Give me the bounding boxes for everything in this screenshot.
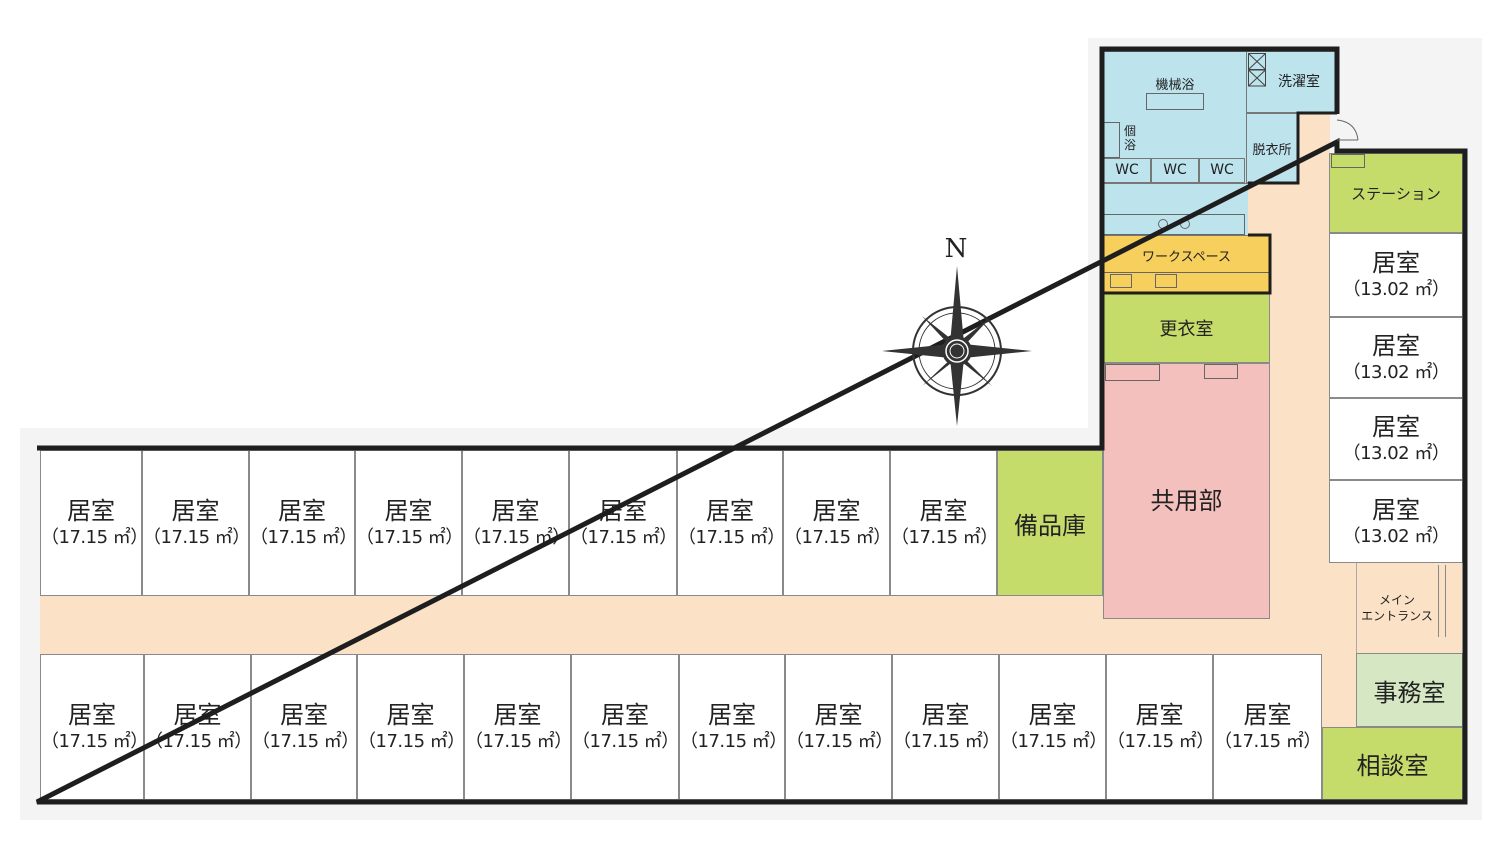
room-area: （17.15 ㎡） [893,731,1000,752]
south-room: 居室（17.15 ㎡） [357,654,465,800]
room-area: （17.15 ㎡） [1107,731,1214,752]
wc-2: WC [1151,158,1199,183]
room-name: 居室 [708,701,756,729]
wc-3: WC [1199,158,1245,183]
room-area: （17.15 ㎡） [784,527,891,548]
mechanical-bath-label: 機械浴 [1155,77,1195,93]
room-name: 居室 [280,701,328,729]
north-room: 居室（17.15 ㎡） [890,450,998,596]
locker-room: 更衣室 [1103,293,1270,363]
entrance-door-icon [1438,565,1446,637]
room-area: （17.15 ㎡） [465,731,572,752]
room-area: （17.15 ㎡） [41,527,148,548]
compass-north-label: N [944,234,968,264]
east-room-1: 居室（13.02 ㎡） [1329,233,1463,317]
room-name: 居室 [1243,701,1292,729]
south-room: 居室（17.15 ㎡） [785,654,893,800]
east-room-4: 居室（13.02 ㎡） [1329,480,1463,563]
north-room: 居室（17.15 ㎡） [462,450,570,596]
common-area-counter-2 [1204,364,1238,379]
workspace-label: ワークスペース [1141,249,1232,265]
room-name: 居室 [1372,331,1420,360]
room-area: （17.15 ㎡） [678,527,785,548]
room-name: 居室 [921,701,970,729]
laundry-label: 洗濯室 [1278,74,1320,90]
room-area: （17.15 ㎡） [570,527,677,548]
room-area: （17.15 ㎡） [572,731,679,752]
room-area: （17.15 ㎡） [1214,731,1321,752]
south-room: 居室（17.15 ㎡） [1213,654,1322,800]
room-name: 居室 [278,497,326,525]
room-name: 居室 [1372,413,1420,441]
room-name: 居室 [812,497,861,525]
room-name: 居室 [919,497,968,525]
common-area [1103,363,1270,619]
common-area-label: 共用部 [1150,486,1223,515]
room-area: （13.02 ㎡） [1342,361,1450,383]
south-room: 居室（17.15 ㎡） [251,654,359,800]
room-area: （17.15 ㎡） [143,527,250,548]
south-room: 居室（17.15 ㎡） [892,654,1000,800]
north-room: 居室（17.15 ㎡） [142,450,250,596]
room-name: 居室 [1372,495,1420,524]
room-area: （17.15 ㎡） [358,731,465,752]
room-name: 居室 [706,497,754,525]
compass-rose-icon [882,266,1032,426]
east-room-2: 居室（13.02 ㎡） [1329,317,1463,398]
south-room: 居室（17.15 ㎡） [144,654,252,800]
common-area-counter-1 [1105,364,1160,381]
station-desk [1331,154,1365,168]
office-room: 事務室 [1356,653,1463,727]
north-room: 居室（17.15 ㎡） [677,450,785,596]
room-area: （13.02 ㎡） [1342,525,1450,547]
room-name: 居室 [67,497,115,525]
workspace-desk-1 [1110,274,1132,288]
mechanical-bath-tub [1146,93,1204,110]
dressing-room: 脱衣所 [1246,113,1298,183]
storage-room: 備品庫 [997,450,1103,596]
room-area: （17.15 ㎡） [891,527,998,548]
room-name: 居室 [1372,249,1420,277]
north-room: 居室（17.15 ㎡） [355,450,463,596]
south-room: 居室（17.15 ㎡） [571,654,679,800]
room-area: （17.15 ㎡） [250,527,357,548]
north-room: 居室（17.15 ㎡） [249,450,357,596]
room-area: （17.15 ㎡） [680,731,787,752]
south-room: 居室（17.15 ㎡） [999,654,1107,800]
room-area: （17.15 ㎡） [252,731,359,752]
room-name: 居室 [491,497,540,525]
room-area: （13.02 ㎡） [1342,279,1450,300]
workspace-desk-2 [1155,274,1177,288]
room-name: 居室 [171,497,220,525]
room-name: 居室 [68,701,116,729]
room-area: （17.15 ㎡） [356,527,463,548]
room-area: （17.15 ㎡） [786,731,893,752]
room-name: 居室 [384,497,433,525]
north-room: 居室（17.15 ㎡） [40,450,148,596]
north-room: 居室（17.15 ㎡） [783,450,891,596]
room-area: （17.15 ㎡） [1000,731,1107,752]
consultation-room: 相談室 [1322,727,1463,800]
room-area: （17.15 ㎡） [41,731,148,752]
room-area: （13.02 ㎡） [1342,443,1450,464]
wc-1: WC [1103,158,1151,183]
room-name: 居室 [1135,701,1184,729]
room-name: 居室 [386,701,435,729]
south-room: 居室（17.15 ㎡） [464,654,572,800]
laundry-machine-icon [1248,53,1266,87]
east-room-3: 居室（13.02 ㎡） [1329,398,1463,480]
room-name: 居室 [1028,701,1077,729]
room-name: 居室 [814,701,863,729]
room-name: 居室 [493,701,542,729]
private-bath-label: 個浴 [1124,124,1137,152]
entrance-wall-left [1356,563,1357,653]
room-name: 居室 [601,701,649,729]
main-entrance-label: メイン エントランス [1361,593,1433,623]
